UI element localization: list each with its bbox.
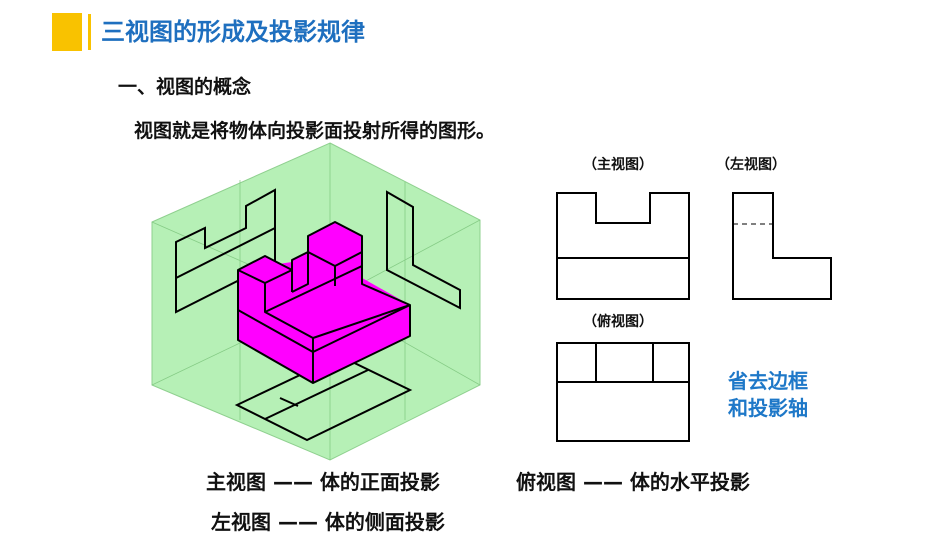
- page-title: 三视图的形成及投影规律: [101, 18, 365, 46]
- omission-note-line-2: 和投影轴: [728, 396, 808, 420]
- solid-object: [237, 221, 411, 384]
- omission-note-line-1: 省去边框: [728, 369, 808, 393]
- section-heading: 一、视图的概念: [118, 76, 252, 98]
- front-view-drawing: [556, 192, 690, 300]
- front-projection-on-wall: [175, 188, 276, 314]
- title-accent-block: [52, 13, 82, 51]
- omission-note: 省去边框 和投影轴: [728, 368, 808, 422]
- front-view-description: 主视图 —— 体的正面投影: [206, 470, 440, 494]
- left-view-description: 左视图 —— 体的侧面投影: [211, 510, 445, 534]
- left-view-label: （左视图）: [716, 157, 786, 173]
- left-view-drawing: [732, 192, 832, 300]
- title-accent-line: [88, 14, 91, 50]
- top-view-description: 俯视图 —— 体的水平投影: [516, 470, 750, 494]
- top-view-drawing: [556, 342, 690, 442]
- top-view-label: （俯视图）: [583, 314, 653, 330]
- left-projection-on-wall: [386, 190, 461, 310]
- front-view-label: （主视图）: [583, 157, 653, 173]
- definition-text: 视图就是将物体向投影面投射所得的图形。: [134, 120, 496, 142]
